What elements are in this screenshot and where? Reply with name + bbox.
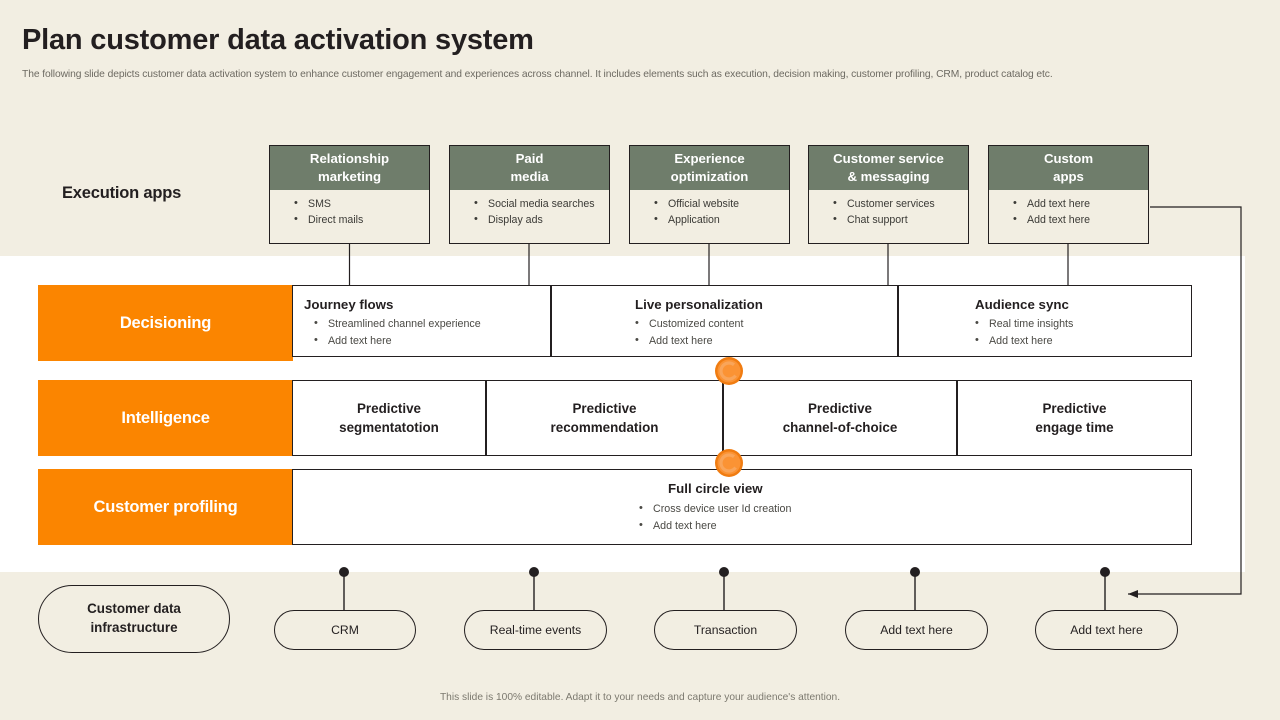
execution-card-header: Experience optimization (630, 146, 789, 190)
row-label-intelligence[interactable]: Intelligence (38, 380, 293, 456)
execution-card-header: Custom apps (989, 146, 1148, 190)
list-item: Add text here (618, 517, 1191, 535)
list-item: Add text here (293, 332, 550, 350)
list-item: Application (630, 211, 789, 228)
cell-title-line2: recommendation (550, 420, 659, 435)
infrastructure-node-transaction[interactable]: Transaction (654, 610, 797, 650)
execution-apps-label: Execution apps (62, 184, 182, 202)
page-subtitle: The following slide depicts customer dat… (22, 69, 1053, 80)
list-item: Add text here (989, 211, 1148, 228)
execution-card-title-line2: apps (1053, 169, 1084, 184)
cell-title-line2: channel-of-choice (782, 420, 898, 435)
list-item: Cross device user Id creation (618, 500, 1191, 518)
execution-card-title-line2: marketing (317, 169, 381, 184)
execution-card-body: Customer services Chat support (809, 190, 968, 229)
list-item: Real time insights (954, 315, 1191, 333)
execution-card-title-line1: Relationship (309, 151, 390, 167)
customer-data-infrastructure-node[interactable]: Customer data infrastructure (38, 585, 230, 653)
decisioning-cell-audience-sync[interactable]: Audience sync Real time insights Add tex… (898, 285, 1192, 357)
list-item: Add text here (954, 332, 1191, 350)
page-title: Plan customer data activation system (22, 24, 534, 56)
execution-card-title-line1: Customer service (833, 151, 944, 167)
execution-card-body: SMS Direct mails (270, 190, 429, 229)
execution-card-relationship-marketing[interactable]: Relationship marketing SMS Direct mails (269, 145, 430, 244)
execution-card-experience-optimization[interactable]: Experience optimization Official website… (629, 145, 790, 244)
execution-card-title-line2: optimization (670, 169, 749, 184)
execution-card-title-line2: media (510, 169, 549, 184)
cell-title: Audience sync (975, 297, 1069, 312)
intelligence-cell-predictive-segmentation[interactable]: Predictive segmentatotion (292, 380, 486, 456)
execution-card-body: Add text here Add text here (989, 190, 1148, 229)
execution-card-title-line2: & messaging (847, 169, 930, 184)
execution-card-title-line1: Experience (674, 151, 745, 167)
list-item: Add text here (989, 195, 1148, 212)
list-item: SMS (270, 195, 429, 212)
list-item: Official website (630, 195, 789, 212)
row-label-decisioning[interactable]: Decisioning (38, 285, 293, 361)
row-label-customer-profiling[interactable]: Customer profiling (38, 469, 293, 545)
infrastructure-node-real-time-events[interactable]: Real-time events (464, 610, 607, 650)
execution-card-header: Paid media (450, 146, 609, 190)
infrastructure-node-crm[interactable]: CRM (274, 610, 416, 650)
execution-card-header: Customer service & messaging (809, 146, 968, 190)
customer-profiling-cell-full-circle-view[interactable]: Full circle view Cross device user Id cr… (292, 469, 1192, 545)
cell-title: Live personalization (635, 297, 763, 312)
cell-title: Full circle view (668, 481, 763, 496)
list-item: Social media searches (450, 195, 609, 212)
execution-card-title-line1: Custom (1043, 151, 1094, 167)
execution-card-paid-media[interactable]: Paid media Social media searches Display… (449, 145, 610, 244)
list-item: Add text here (614, 332, 897, 350)
decisioning-cell-live-personalization[interactable]: Live personalization Customized content … (551, 285, 898, 357)
execution-card-body: Social media searches Display ads (450, 190, 609, 229)
footer-note: This slide is 100% editable. Adapt it to… (439, 692, 841, 703)
list-item: Chat support (809, 211, 968, 228)
execution-card-customer-service-messaging[interactable]: Customer service & messaging Customer se… (808, 145, 969, 244)
infrastructure-label-line2: infrastructure (90, 620, 178, 635)
decisioning-cell-journey-flows[interactable]: Journey flows Streamlined channel experi… (292, 285, 551, 357)
cell-title-line1: Predictive (1042, 400, 1107, 416)
infrastructure-node-add-text-1[interactable]: Add text here (845, 610, 988, 650)
intelligence-cell-predictive-engage-time[interactable]: Predictive engage time (957, 380, 1192, 456)
cell-title-line1: Predictive (356, 400, 421, 416)
intelligence-cell-predictive-channel-of-choice[interactable]: Predictive channel-of-choice (723, 380, 957, 456)
list-item: Customer services (809, 195, 968, 212)
intelligence-cell-predictive-recommendation[interactable]: Predictive recommendation (486, 380, 723, 456)
execution-card-body: Official website Application (630, 190, 789, 229)
sync-ring-icon[interactable] (714, 448, 744, 478)
cell-title: Journey flows (304, 297, 394, 312)
infrastructure-label-line1: Customer data (87, 601, 181, 617)
execution-card-header: Relationship marketing (270, 146, 429, 190)
list-item: Customized content (614, 315, 897, 333)
sync-ring-icon[interactable] (714, 356, 744, 386)
list-item: Direct mails (270, 211, 429, 228)
cell-title-line2: segmentatotion (339, 420, 439, 435)
list-item: Streamlined channel experience (293, 315, 550, 333)
list-item: Display ads (450, 211, 609, 228)
execution-card-title-line1: Paid (515, 151, 544, 167)
cell-title-line2: engage time (1035, 420, 1114, 435)
cell-title-line1: Predictive (807, 400, 872, 416)
cell-title-line1: Predictive (572, 400, 637, 416)
execution-card-custom-apps[interactable]: Custom apps Add text here Add text here (988, 145, 1149, 244)
infrastructure-node-add-text-2[interactable]: Add text here (1035, 610, 1178, 650)
